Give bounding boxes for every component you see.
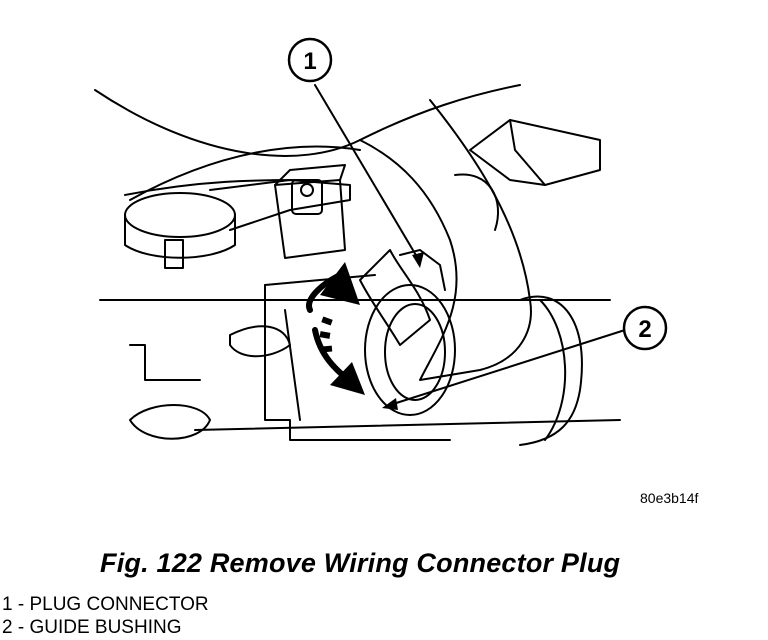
base-housing [99,284,611,441]
legend-item-label: - GUIDE BUSHING [12,617,182,638]
leader-arrowhead-2 [382,398,398,410]
housing-upper-curve [94,84,521,157]
housing-upper-curve-2 [129,145,361,201]
round-boss [124,192,236,238]
round-boss-side [124,214,236,259]
wiring-connector-illustration: 1 2 [94,37,668,446]
left-lip [229,325,291,358]
arrowhead-down [330,362,365,395]
legend-item-plug-connector: 1 - PLUG CONNECTOR [2,593,209,616]
legend-item-number: 2 [2,617,13,638]
leader-line-1 [314,84,421,263]
small-tab [164,239,184,269]
plug-connector-body [359,249,431,346]
legend: 1 - PLUG CONNECTOR 2 - GUIDE BUSHING [2,593,209,639]
callout-2: 2 [622,305,668,351]
callout-1-number: 1 [303,48,316,75]
bracket-arm [209,179,351,231]
leader-line-2 [389,329,626,406]
callout-1: 1 [287,37,333,83]
legend-item-number: 1 [2,594,13,615]
leader-arrowhead-1 [412,252,424,268]
figure-caption: Fig. 122 Remove Wiring Connector Plug [100,548,621,578]
legend-item-guide-bushing: 2 - GUIDE BUSHING [2,616,209,639]
bolt-head [291,179,323,215]
upper-bracket [469,119,601,186]
guide-bushing [364,284,456,416]
callout-2-number: 2 [638,316,651,343]
image-code: 80e3b14f [640,490,699,506]
left-mount [129,404,211,440]
arrowhead-up [320,262,360,305]
legend-item-label: - PLUG CONNECTOR [12,594,209,615]
wiring-harness [359,99,532,381]
housing-floor [194,419,621,431]
bolt-block [274,179,346,259]
